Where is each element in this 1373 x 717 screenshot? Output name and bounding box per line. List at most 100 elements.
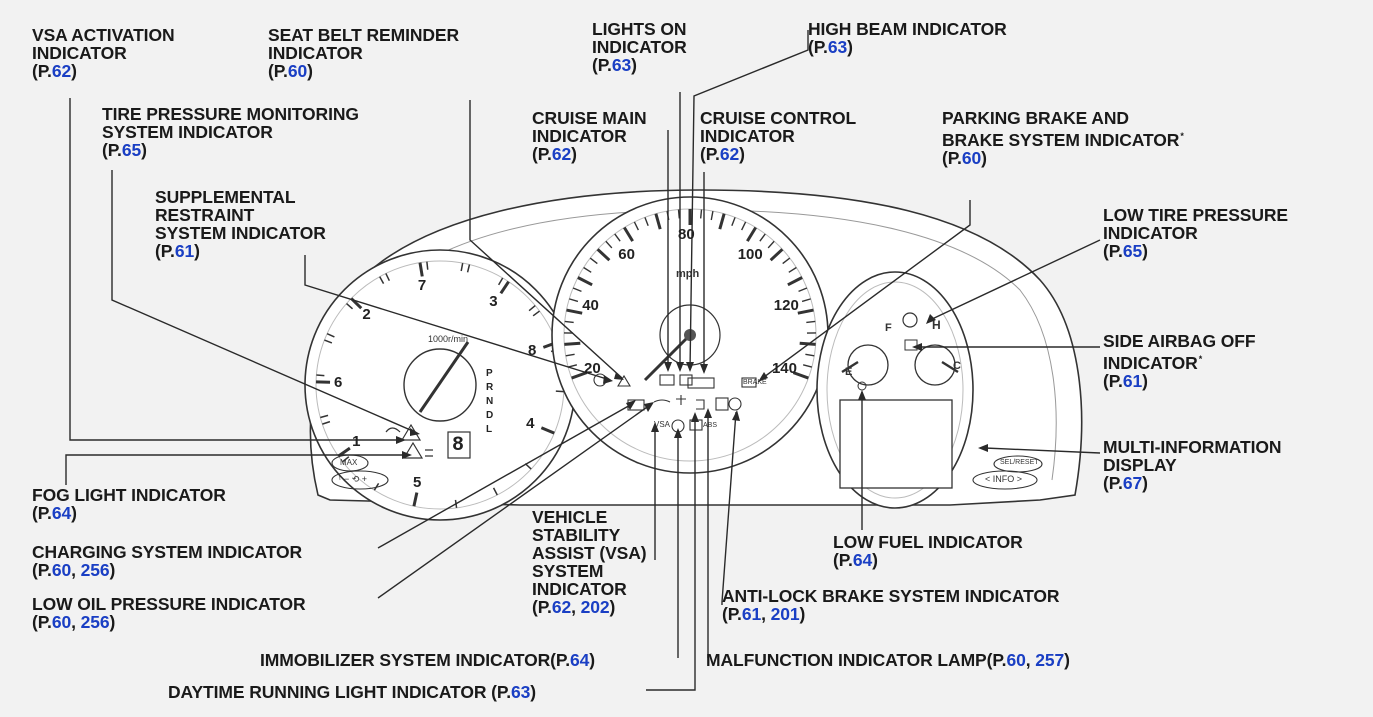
page-link[interactable]: 257	[1035, 650, 1065, 670]
page-link[interactable]: 62	[719, 144, 740, 164]
page-link[interactable]: 62	[551, 144, 572, 164]
tach-number: 1	[352, 433, 361, 451]
speedo-tick	[596, 248, 611, 262]
page-link[interactable]: 256	[80, 560, 110, 580]
label-line: INDICATOR	[268, 43, 363, 63]
label-line: LOW OIL PRESSURE INDICATOR	[32, 594, 306, 614]
tach-number: 7	[417, 277, 427, 295]
footnote-mark: *	[1198, 354, 1203, 364]
gear-letter: N	[486, 396, 494, 407]
tach-tick	[322, 420, 331, 425]
page-link[interactable]: 60	[51, 612, 72, 632]
label-line: DAYTIME RUNNING LIGHT INDICATOR	[168, 682, 492, 702]
speedo-tick	[782, 257, 791, 265]
label-line: ANTI-LOCK BRAKE SYSTEM INDICATOR	[722, 586, 1060, 606]
page-link[interactable]: 64	[852, 550, 873, 570]
page-link[interactable]: 201	[770, 604, 800, 624]
label-line: ASSIST (VSA)	[532, 543, 647, 563]
page-link[interactable]: 63	[611, 55, 632, 75]
speedo-tick	[792, 371, 809, 380]
speedo-tick	[788, 266, 797, 273]
tach-number: 4	[526, 414, 535, 432]
label-drl: DAYTIME RUNNING LIGHT INDICATOR (P.63)	[168, 683, 536, 701]
page-link[interactable]: 64	[569, 650, 590, 670]
page-reference: (P.64)	[833, 550, 878, 570]
label-line: SIDE AIRBAG OFF	[1103, 331, 1256, 351]
speedo-number: 20	[584, 360, 601, 378]
footnote-mark: *	[1180, 131, 1184, 141]
page-reference: (P.62)	[700, 144, 745, 164]
page-link[interactable]: 202	[580, 597, 610, 617]
label-line: INDICATOR	[532, 126, 627, 146]
max-button[interactable]: MAX	[340, 458, 358, 467]
page-reference: (P.62, 202)	[532, 597, 616, 617]
label-line: INDICATOR	[1103, 223, 1198, 243]
trip-button[interactable]: − ⟲ +	[344, 474, 368, 484]
label-high-beam: HIGH BEAM INDICATOR(P.63)	[808, 20, 1007, 56]
speedo-tick	[564, 320, 574, 324]
page-link[interactable]: 61	[1122, 371, 1143, 391]
label-line: INDICATOR	[592, 37, 687, 57]
page-link[interactable]: 61	[741, 604, 762, 624]
page-link[interactable]: 60	[1006, 650, 1026, 670]
page-link[interactable]: 65	[121, 140, 142, 160]
sel-reset-button[interactable]: SEL/RESET	[1000, 459, 1039, 466]
page-reference: (P.64)	[32, 503, 77, 523]
tach-tick	[385, 273, 391, 281]
speedo-tick	[759, 233, 766, 242]
page-reference: (P.63)	[592, 55, 637, 75]
label-line: INDICATOR	[700, 126, 795, 146]
temp-hot: H	[932, 318, 941, 332]
info-button[interactable]: < INFO >	[985, 474, 1023, 484]
page-link[interactable]: 61	[174, 241, 195, 261]
speedo-tick	[799, 341, 816, 346]
page-link[interactable]: 63	[827, 37, 848, 57]
page-link[interactable]: 67	[1122, 473, 1143, 493]
tach-tick	[316, 374, 325, 377]
speedo-tick	[802, 364, 813, 368]
speedo-number: 60	[618, 245, 635, 263]
label-line: CHARGING SYSTEM INDICATOR	[32, 542, 303, 562]
label-line: DISPLAY	[1103, 455, 1177, 475]
speedo-tick	[769, 248, 784, 262]
page-link[interactable]: 65	[1122, 241, 1143, 261]
label-line: FOG LIGHT INDICATOR	[32, 485, 226, 505]
label-line: SYSTEM INDICATOR	[155, 223, 326, 243]
speedo-indicator-row-1	[593, 373, 757, 389]
page-link[interactable]: 63	[510, 682, 531, 702]
speedo-unit: mph	[676, 268, 700, 280]
gear-digit: 8	[452, 434, 465, 457]
tach-number: 5	[412, 473, 422, 491]
label-line: PARKING BRAKE AND	[942, 108, 1129, 128]
speedo-tick	[798, 287, 808, 293]
speedo-tick	[572, 287, 582, 293]
page-link[interactable]: 256	[80, 612, 110, 632]
speedo-indicator-row-2	[627, 395, 742, 411]
page-reference: (P.64)	[550, 650, 595, 670]
page-link[interactable]: 60	[287, 61, 308, 81]
label-line: MALFUNCTION INDICATOR LAMP	[706, 650, 987, 670]
tach-tick	[320, 414, 329, 419]
label-line: MULTI-INFORMATION	[1103, 437, 1282, 457]
label-line: IMMOBILIZER SYSTEM INDICATOR	[260, 650, 551, 670]
speedo-tick	[677, 209, 681, 219]
fuel-full: F	[885, 322, 892, 334]
ind-vsa: VSA	[654, 420, 671, 429]
page-link[interactable]: 60	[961, 148, 982, 168]
page-link[interactable]: 62	[551, 597, 572, 617]
right-buttons	[972, 455, 1043, 490]
label-fog: FOG LIGHT INDICATOR(P.64)	[32, 486, 226, 522]
speedo-tick	[564, 341, 581, 346]
label-abs: ANTI-LOCK BRAKE SYSTEM INDICATOR(P.61, 2…	[722, 586, 1060, 624]
speedo-tick	[767, 240, 775, 249]
page-link[interactable]: 60	[51, 560, 72, 580]
speedo-number: 140	[771, 360, 797, 378]
page-reference: (P.60)	[268, 61, 313, 81]
page-link[interactable]: 62	[51, 61, 72, 81]
page-link[interactable]: 64	[51, 503, 72, 523]
